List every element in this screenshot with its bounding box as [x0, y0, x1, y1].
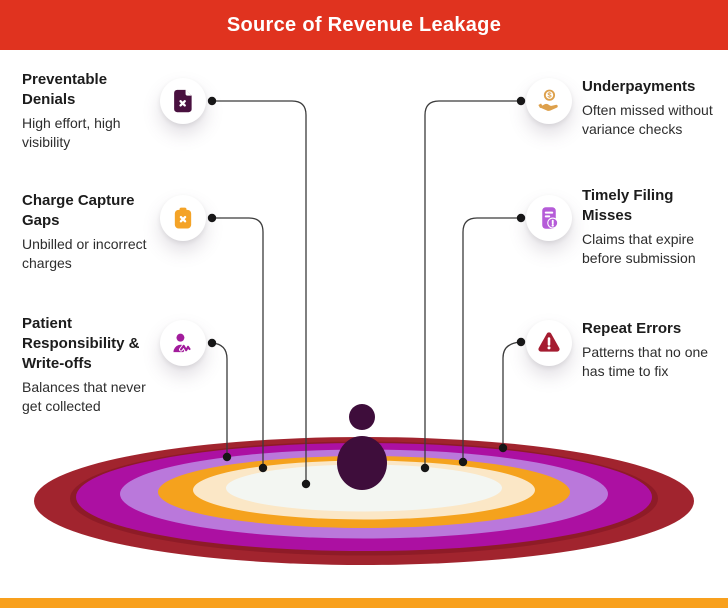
connector-dot: [516, 213, 526, 223]
icon-badge-timely-filing: [526, 195, 572, 241]
file-x-icon: [174, 89, 192, 113]
clipboard-x-icon: [174, 206, 192, 229]
center-figure-head: [349, 404, 375, 430]
item-repeat-errors: Repeat Errors Patterns that no one has t…: [582, 319, 728, 381]
item-description: Often missed without variance checks: [582, 102, 713, 137]
connector-dot: [207, 213, 217, 223]
icon-badge-preventable-denials: [160, 78, 206, 124]
header: Source of Revenue Leakage: [0, 0, 728, 50]
item-description: High effort, high visibility: [22, 115, 121, 150]
connector-dot: [258, 463, 268, 473]
connector-line-charge-capture: [212, 217, 264, 468]
connector-dot: [516, 337, 526, 347]
connector-dot: [516, 96, 526, 106]
icon-badge-patient-responsibility: [160, 320, 206, 366]
item-description: Balances that never get collected: [22, 379, 146, 414]
connector-dot: [222, 452, 232, 462]
connector-dot: [458, 457, 468, 467]
footer-bar: [0, 598, 728, 608]
item-description: Claims that expire before submission: [582, 231, 696, 266]
item-underpayments: Underpayments Often missed without varia…: [582, 77, 728, 139]
connector-dot: [207, 338, 217, 348]
patient-pulse-icon: [173, 333, 192, 353]
connector-dot: [207, 96, 217, 106]
item-description: Patterns that no one has time to fix: [582, 344, 709, 379]
connector-dot: [301, 479, 311, 489]
connector-dot: [498, 443, 508, 453]
item-title: Repeat Errors: [582, 320, 682, 337]
connector-line-patient-responsibility: [211, 342, 228, 457]
page-title: Source of Revenue Leakage: [226, 13, 502, 36]
item-preventable-denials: Preventable Denials High effort, high vi…: [22, 70, 162, 152]
connector-line-underpayments: [424, 100, 521, 468]
connector-line-timely-filing: [462, 217, 521, 462]
item-title: Timely Filing Misses: [582, 187, 674, 224]
connector-dot: [420, 463, 430, 473]
icon-badge-charge-capture: [160, 195, 206, 241]
svg-text:$: $: [547, 91, 552, 100]
item-title: Patient Responsibility & Write-offs: [22, 315, 140, 372]
item-charge-capture-gaps: Charge Capture Gaps Unbilled or incorrec…: [22, 191, 162, 273]
connector-line-preventable-denials: [212, 100, 307, 484]
hand-coin-icon: $: [538, 89, 558, 111]
center-figure-body: [337, 436, 387, 490]
item-title: Preventable Denials: [22, 71, 108, 108]
item-timely-filing-misses: Timely Filing Misses Claims that expire …: [582, 186, 728, 268]
item-title: Charge Capture Gaps: [22, 192, 135, 229]
item-title: Underpayments: [582, 78, 696, 95]
icon-badge-repeat-errors: [526, 320, 572, 366]
item-description: Unbilled or incorrect charges: [22, 236, 147, 271]
icon-badge-underpayments: $: [526, 78, 572, 124]
document-clock-icon: [542, 207, 559, 229]
item-patient-responsibility: Patient Responsibility & Write-offs Bala…: [22, 314, 162, 416]
connector-line-repeat-errors: [502, 341, 522, 448]
warning-triangle-icon: [538, 332, 560, 352]
